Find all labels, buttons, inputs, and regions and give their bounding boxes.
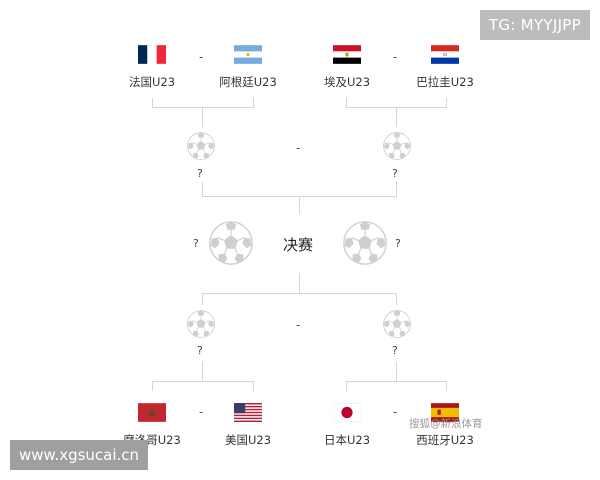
team-name: 阿根廷U23 <box>219 75 277 89</box>
team-paraguay[interactable]: 巴拉圭U23 <box>403 45 487 90</box>
site-watermark: www.xgsucai.cn <box>10 440 149 470</box>
team-name: 美国U23 <box>224 433 272 447</box>
unknown-team-label: ? <box>197 344 203 357</box>
team-morocco[interactable]: 摩洛哥U23 <box>110 403 194 448</box>
unknown-team-label: ? <box>193 237 199 250</box>
team-name: 日本U23 <box>323 433 371 447</box>
france-flag-icon <box>138 45 166 64</box>
team-japan[interactable]: 日本U23 <box>305 403 389 448</box>
team-argentina[interactable]: 阿根廷U23 <box>206 45 290 90</box>
team-egypt[interactable]: 埃及U23 <box>305 45 389 90</box>
soccer-ball-icon <box>187 310 215 338</box>
japan-flag-icon <box>333 403 361 422</box>
team-name: 法国U23 <box>128 75 176 89</box>
team-name: 西班牙U23 <box>416 433 474 447</box>
match-separator: - <box>296 141 301 155</box>
match-separator: - <box>199 50 204 64</box>
final-label: 决赛 <box>283 236 314 254</box>
telegram-watermark: TG: MYYJJPP <box>479 10 590 40</box>
match-separator: - <box>296 318 301 332</box>
soccer-ball-icon <box>383 132 411 160</box>
morocco-flag-icon <box>138 403 166 422</box>
match-separator: - <box>199 405 204 419</box>
team-name: 巴拉圭U23 <box>416 75 474 89</box>
match-separator: - <box>393 50 398 64</box>
unknown-team-label: ? <box>197 167 203 180</box>
unknown-team-label: ? <box>395 237 401 250</box>
soccer-ball-icon <box>343 221 387 265</box>
unknown-team-label: ? <box>392 344 398 357</box>
soccer-ball-icon <box>209 221 253 265</box>
team-usa[interactable]: 美国U23 <box>206 403 290 448</box>
soccer-ball-icon <box>187 132 215 160</box>
usa-flag-icon <box>234 403 262 422</box>
match-separator: - <box>393 405 398 419</box>
team-spain[interactable]: 西班牙U23 <box>403 403 487 448</box>
paraguay-flag-icon <box>431 45 459 64</box>
argentina-flag-icon <box>234 45 262 64</box>
team-france[interactable]: 法国U23 <box>110 45 194 90</box>
egypt-flag-icon <box>333 45 361 64</box>
spain-flag-icon <box>431 403 459 422</box>
team-name: 埃及U23 <box>323 75 371 89</box>
source-watermark: 搜狐@新浪体育 <box>409 418 483 430</box>
soccer-ball-icon <box>383 310 411 338</box>
unknown-team-label: ? <box>392 167 398 180</box>
